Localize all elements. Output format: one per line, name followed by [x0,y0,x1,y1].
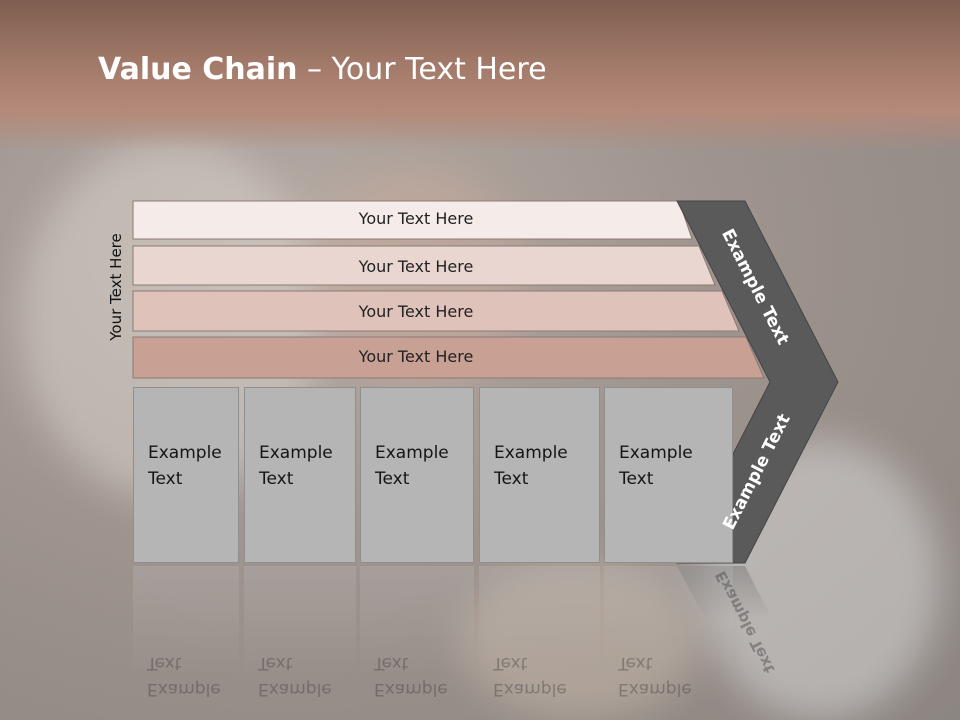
box-line-1: Example [619,443,693,463]
box-line-2: Text [619,469,654,489]
box-line-2: Text [148,469,183,489]
bar-shape-1[interactable] [132,200,693,240]
box-line-1: Example [259,443,333,463]
box-line-1: Example [148,443,222,463]
title-rest: – Your Text Here [297,52,547,87]
box-line-1: Example [494,443,568,463]
example-box-4-reflection: Example Text [479,566,600,706]
bar-label-1: Your Text Here [358,209,474,228]
chevron-shape[interactable] [676,200,839,564]
reflection-text: Example Text [258,650,332,702]
reflection-line-1: Example [258,679,332,699]
example-box-2-reflection: Example Text [244,566,356,706]
reflection-line-2: Text [493,653,528,673]
box-line-2: Text [375,469,410,489]
title-bold: Value Chain [98,52,298,87]
bar-label-2: Your Text Here [358,257,474,276]
header-band [0,0,960,150]
reflection-line-1: Example [618,679,692,699]
reflection-line-2: Text [258,653,293,673]
reflection-line-1: Example [147,679,221,699]
box-line-2: Text [494,469,529,489]
reflection-text: Example Text [147,650,221,702]
reflection-line-2: Text [618,653,653,673]
reflection-text: Example Text [374,650,448,702]
chevron-reflection [677,566,790,654]
bar-shape-2[interactable] [132,245,716,286]
example-box-3-reflection: Example Text [360,566,474,706]
reflection-line-1: Example [374,679,448,699]
bar-shape-3[interactable] [132,290,740,332]
reflection-line-2: Text [147,653,182,673]
reflection-line-2: Text [374,653,409,673]
bar-shape-4[interactable] [132,336,765,379]
example-box-1-reflection: Example Text [133,566,239,706]
example-box-5-reflection: Example Text [604,566,733,706]
bar-label-3: Your Text Here [358,302,474,321]
box-line-2: Text [259,469,294,489]
bar-label-4: Your Text Here [358,347,474,366]
box-line-1: Example [375,443,449,463]
reflection-text: Example Text [618,650,692,702]
reflection-text: Example Text [493,650,567,702]
slide-title[interactable]: Value Chain – Your Text Here [98,52,547,87]
reflection-line-1: Example [493,679,567,699]
photo-blur-bottom [460,560,700,720]
